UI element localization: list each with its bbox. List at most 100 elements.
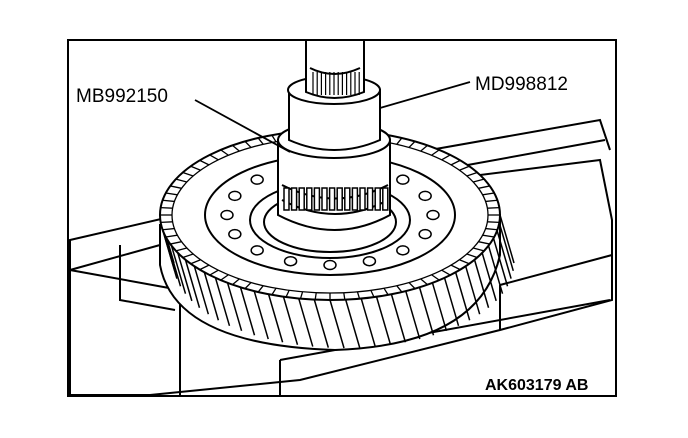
crown-tooth xyxy=(396,285,403,293)
bearing-roller xyxy=(306,187,313,211)
gear-tooth xyxy=(184,259,201,308)
crown-tooth xyxy=(314,292,317,300)
crown-tooth xyxy=(478,241,490,245)
gear-tooth xyxy=(481,252,497,302)
crown-tooth xyxy=(182,171,194,177)
spline-shaft xyxy=(305,39,365,99)
bolt-hole xyxy=(396,174,410,185)
gear-tooth xyxy=(193,266,210,315)
crown-tooth xyxy=(441,154,451,161)
crown-tooth xyxy=(420,144,428,152)
bearing-rollers xyxy=(283,187,389,211)
callout-label-mb992150: MB992150 xyxy=(76,86,168,107)
crown-tooth xyxy=(343,292,346,300)
gear-tooth xyxy=(496,230,512,279)
gear-tooth xyxy=(431,282,448,332)
gear-tooth xyxy=(454,272,471,321)
crown-tooth xyxy=(165,192,178,196)
gear-tooth xyxy=(165,238,182,287)
crown-tooth xyxy=(473,178,485,183)
gear-tooth xyxy=(253,290,269,340)
bearing-roller xyxy=(328,187,336,211)
gear-tooth xyxy=(282,296,299,345)
crown-tooth xyxy=(408,140,416,148)
crown-tooth xyxy=(466,253,478,259)
bolt-hole xyxy=(250,174,264,185)
crown-tooth xyxy=(299,291,304,299)
bolt-hole xyxy=(250,245,264,256)
bolt-hole xyxy=(362,255,377,267)
crown-tooth xyxy=(175,247,187,252)
crown-tooth xyxy=(482,192,495,196)
gear-tooth xyxy=(360,298,376,347)
crown-tooth xyxy=(190,259,201,265)
crown-tooth xyxy=(244,282,252,290)
crown-tooth xyxy=(431,274,440,281)
bolt-hole xyxy=(418,228,432,240)
crown-tooth xyxy=(478,185,490,189)
crown-tooth xyxy=(182,253,194,259)
bearing-roller xyxy=(283,187,290,211)
bearing-roller xyxy=(359,187,366,211)
bearing-roller xyxy=(336,187,343,211)
crown-tooth xyxy=(165,234,178,238)
gear-tooth xyxy=(298,298,314,347)
crown-tooth xyxy=(232,144,240,152)
bearing-roller xyxy=(313,187,321,211)
crown-tooth xyxy=(383,287,389,296)
crown-tooth xyxy=(162,199,175,203)
gear-teeth xyxy=(159,214,515,349)
crown-tooth xyxy=(160,206,173,209)
bolt-hole xyxy=(323,259,337,271)
crown-tooth xyxy=(199,159,210,166)
crown-tooth xyxy=(244,140,252,148)
gear-tooth xyxy=(499,214,515,264)
gear-tooth xyxy=(487,245,504,294)
gear-tooth xyxy=(267,294,284,343)
gear-tooth xyxy=(170,245,187,294)
gear-tooth xyxy=(498,222,514,272)
crown-tooth xyxy=(396,137,403,145)
crown-tooth xyxy=(466,171,478,177)
gear-tooth xyxy=(344,299,361,348)
bolt-hole xyxy=(283,255,298,267)
gear-tooth xyxy=(226,282,243,332)
crown-tooth xyxy=(431,149,440,156)
gear-tooth xyxy=(375,296,392,345)
bolt-hole xyxy=(418,190,432,202)
gear-tooth xyxy=(473,259,490,308)
crown-tooth xyxy=(450,159,461,166)
bearing-roller xyxy=(374,187,381,211)
crown-tooth xyxy=(271,287,277,296)
crown-tooth xyxy=(209,269,219,276)
gear-tooth xyxy=(405,290,421,340)
gear-tooth xyxy=(418,287,435,336)
crown-tooth xyxy=(459,259,470,265)
bearing-roller xyxy=(344,187,351,211)
figure-id: AK603179 AB xyxy=(485,377,588,394)
crown-tooth xyxy=(220,149,229,156)
bolt-hole xyxy=(228,228,242,240)
crown-tooth xyxy=(285,290,290,298)
crown-tooth xyxy=(199,264,210,271)
gear-tooth xyxy=(162,230,178,279)
bearing-roller xyxy=(382,187,389,211)
crown-tooth xyxy=(220,274,229,281)
crown-tooth xyxy=(257,137,264,145)
crown-tooth xyxy=(370,290,375,298)
gear-tooth xyxy=(329,299,345,349)
crown-tooth xyxy=(459,165,470,171)
bolt-hole xyxy=(396,245,410,256)
callout-label-md998812: MD998812 xyxy=(475,74,568,95)
crown-tooth xyxy=(485,199,498,203)
bolt-hole xyxy=(228,190,242,202)
crown-tooth xyxy=(487,221,500,224)
shaft-splines xyxy=(312,72,360,95)
gear-tooth xyxy=(492,238,509,287)
gear-tooth xyxy=(239,287,256,336)
crown-tooth xyxy=(487,206,500,209)
gear-tooth xyxy=(177,252,193,302)
bolt-hole xyxy=(220,209,234,221)
crown-tooth xyxy=(232,278,240,286)
